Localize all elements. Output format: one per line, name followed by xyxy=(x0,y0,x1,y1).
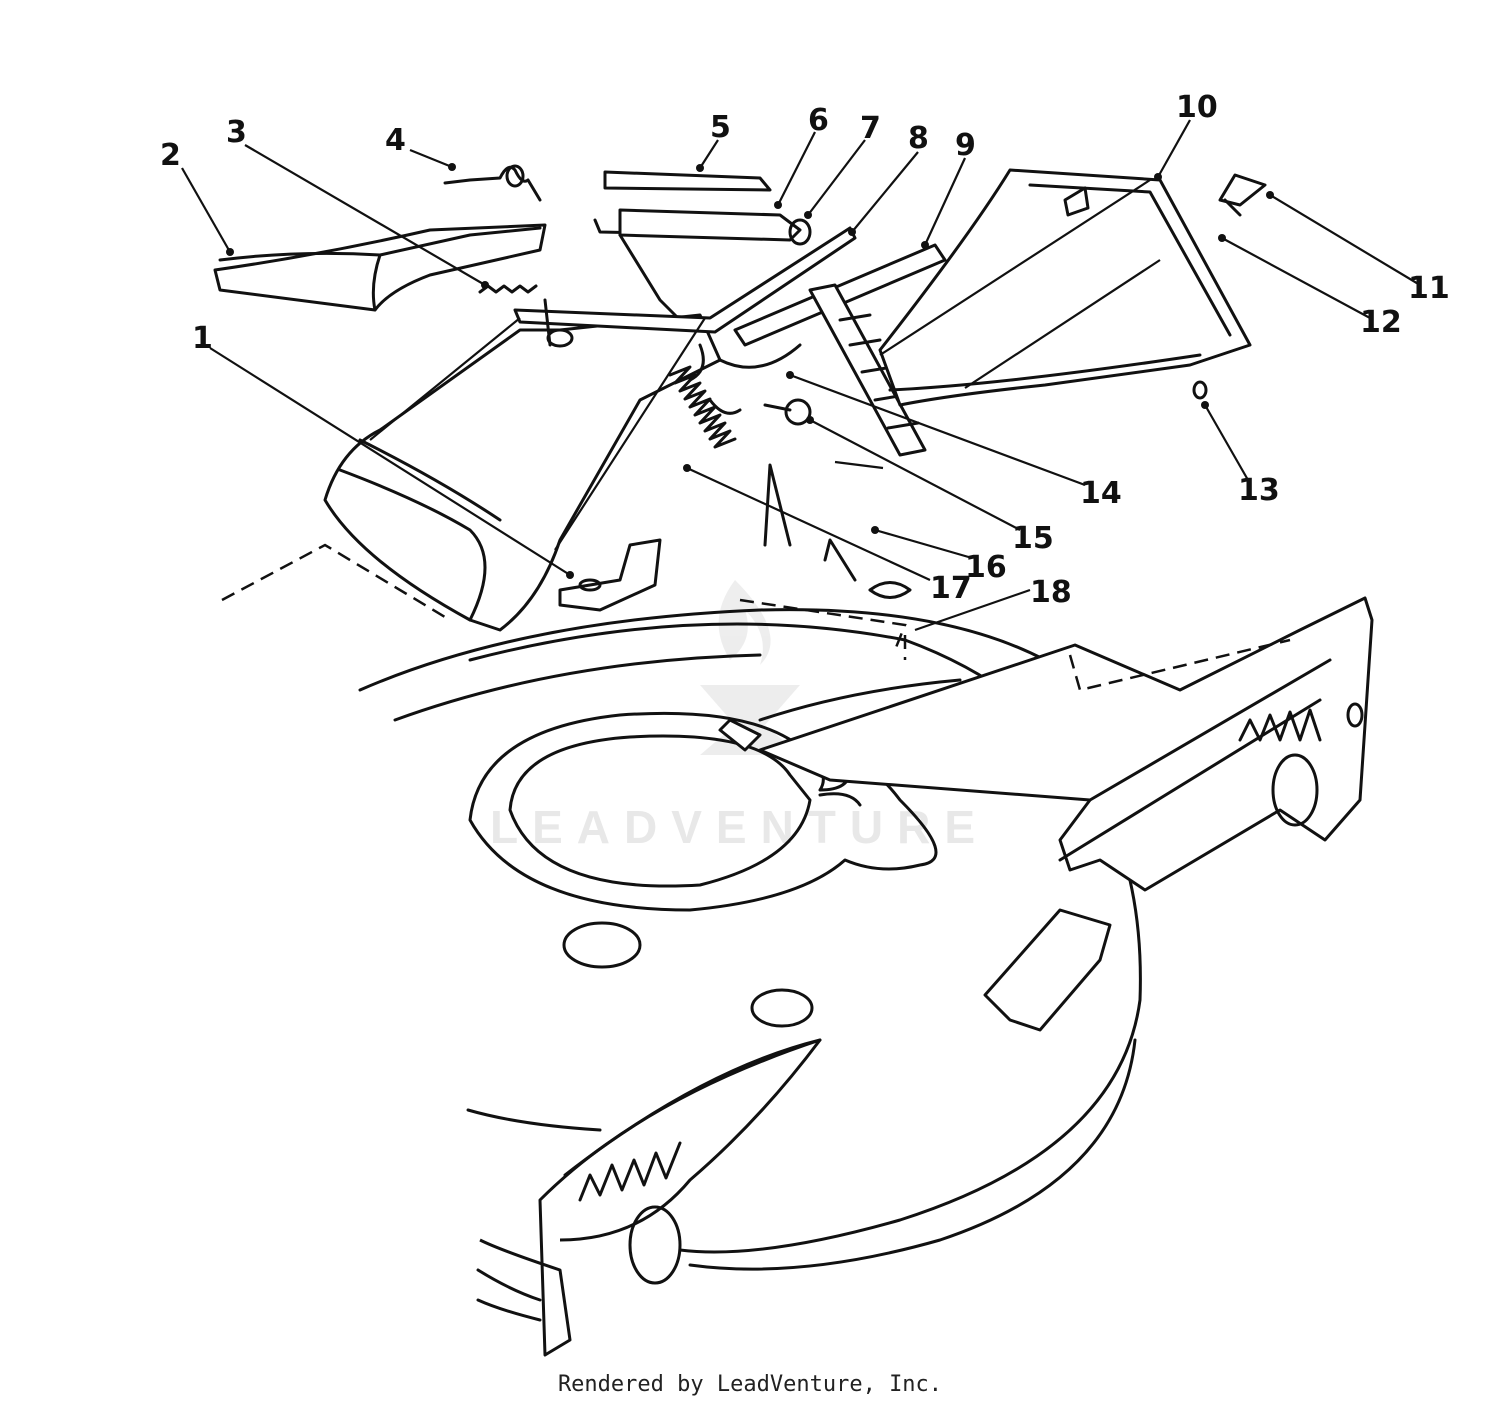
callout-15: 15 xyxy=(1012,521,1054,556)
flap-cover xyxy=(213,223,547,312)
extension-spring xyxy=(558,343,737,612)
torsion-spring xyxy=(478,284,538,294)
watermark-text: LEADVENTURE xyxy=(490,801,989,853)
callout-8: 8 xyxy=(908,121,929,156)
callout-11: 11 xyxy=(1408,271,1450,306)
footer-credit: Rendered by LeadVenture, Inc. xyxy=(557,1372,943,1397)
callout-10: 10 xyxy=(1176,90,1218,125)
mower-deck xyxy=(221,543,1374,1357)
callout-7: 7 xyxy=(860,111,881,146)
hinge-pin xyxy=(443,164,542,202)
bracket-ladder xyxy=(718,243,947,582)
callout-18: 18 xyxy=(1030,575,1072,610)
callout-6: 6 xyxy=(808,103,829,138)
watermark: LEADVENTURE xyxy=(490,580,989,853)
callout-14: 14 xyxy=(1080,476,1122,511)
latch xyxy=(1218,173,1267,217)
callout-17: 17 xyxy=(930,571,972,606)
callout-4: 4 xyxy=(385,123,406,158)
screw-13 xyxy=(1192,380,1208,400)
callout-9: 9 xyxy=(955,128,976,163)
rear-discharge-chute xyxy=(323,313,722,632)
callout-2: 2 xyxy=(160,138,181,173)
rubber-bar xyxy=(603,170,772,192)
callout-13: 13 xyxy=(1238,473,1280,508)
spring-bracket xyxy=(578,578,912,599)
callout-16: 16 xyxy=(965,550,1007,585)
callout-3: 3 xyxy=(226,115,247,150)
leader-lines xyxy=(181,119,1421,632)
bag-frame xyxy=(878,168,1252,407)
deflector-rod-assembly xyxy=(593,208,812,322)
callout-12: 12 xyxy=(1360,305,1402,340)
callout-1: 1 xyxy=(192,321,213,356)
callout-labels: 1 2 3 4 5 6 7 8 9 10 11 12 13 14 15 16 1… xyxy=(160,90,1450,610)
pin-bolt xyxy=(708,398,812,426)
callout-5: 5 xyxy=(710,110,731,145)
handle-bail xyxy=(513,226,857,348)
